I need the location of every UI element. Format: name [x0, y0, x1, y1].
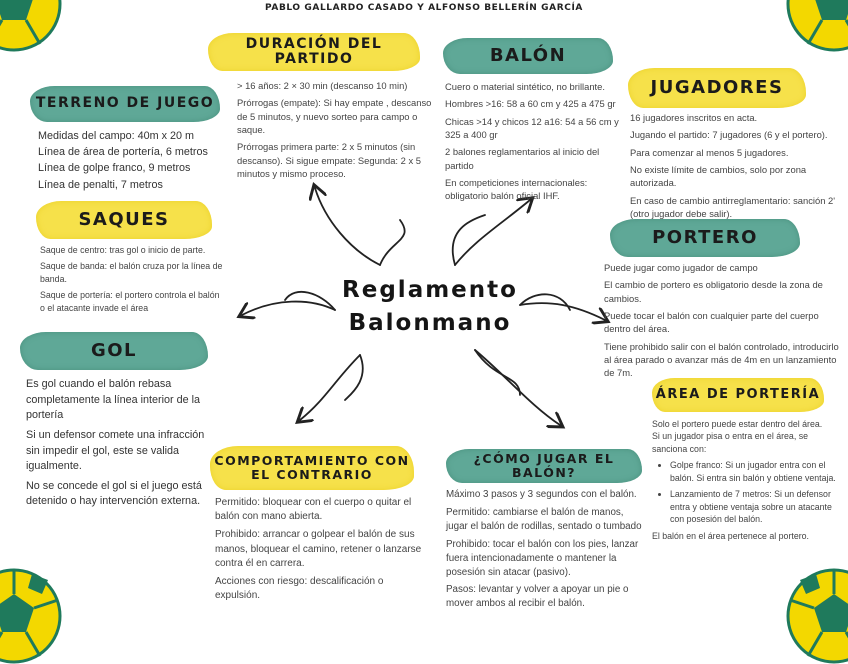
text-line: Máximo 3 pasos y 3 segundos con el balón… [446, 488, 648, 502]
text-line: En competiciones internacionales: obliga… [445, 176, 625, 203]
list-item: Golpe franco: Si un jugador entra con el… [670, 459, 840, 484]
text-line: El cambio de portero es obligatorio desd… [604, 278, 840, 305]
text-line: Tiene prohibido salir con el balón contr… [604, 340, 840, 380]
text-line: 2 balones reglamentarios al inicio del p… [445, 145, 625, 172]
text-line: Prohibido: arrancar o golpear el balón d… [215, 528, 427, 571]
text-line: En caso de cambio antirreglamentario: sa… [630, 194, 840, 221]
text-line: No se concede el gol si el juego está de… [26, 479, 216, 510]
text-line: Es gol cuando el balón rebasa completame… [26, 377, 216, 424]
handball-ball-icon [786, 568, 848, 664]
text-line: Chicas >14 y chicos 12 a16: 54 a 56 cm y… [445, 115, 625, 142]
text-line: Puede tocar el balón con cualquier parte… [604, 309, 840, 336]
section-body-duracion: > 16 años: 2 × 30 min (descanso 10 min) … [237, 79, 437, 184]
sanction-list: Golpe franco: Si un jugador entra con el… [652, 459, 840, 525]
section-title-terreno: Terreno de juego [30, 86, 220, 122]
text-line: Permitido: bloquear con el cuerpo o quit… [215, 496, 427, 524]
section-title-area: Área de portería [652, 378, 824, 412]
text-line: Medidas del campo: 40m x 20 m [38, 128, 228, 144]
text-line: Puede jugar como jugador de campo [604, 261, 840, 274]
section-body-portero: Puede jugar como jugador de campo El cam… [604, 261, 840, 384]
text-line: Cuero o material sintético, no brillante… [445, 80, 625, 93]
section-title-saques: Saques [36, 201, 212, 239]
text-line: Saque de banda: el balón cruza por la lí… [40, 260, 225, 285]
section-body-saques: Saque de centro: tras gol o inicio de pa… [40, 244, 225, 318]
text-line: Prórrogas primera parte: 2 x 5 minutos (… [237, 140, 437, 180]
section-title-balon: Balón [443, 38, 613, 74]
text-line: No existe límite de cambios, solo por zo… [630, 163, 840, 190]
section-body-terreno: Medidas del campo: 40m x 20 m Línea de á… [38, 128, 228, 193]
text-line: Hombres >16: 58 a 60 cm y 425 a 475 gr [445, 97, 625, 110]
section-body-balon: Cuero o material sintético, no brillante… [445, 80, 625, 207]
authors-line: Pablo Gallardo Casado y Alfonso Bellerín… [0, 3, 848, 13]
text-line: Línea de área de portería, 6 metros [38, 144, 228, 160]
text-line: > 16 años: 2 × 30 min (descanso 10 min) [237, 79, 437, 92]
text-line: 16 jugadores inscritos en acta. [630, 111, 840, 124]
list-item: Lanzamiento de 7 metros: Si un defensor … [670, 488, 840, 525]
text-line: Acciones con riesgo: descalificación o e… [215, 575, 427, 603]
text-line: Línea de penalti, 7 metros [38, 177, 228, 193]
section-body-como: Máximo 3 pasos y 3 segundos con el balón… [446, 488, 648, 615]
text-line: Si un defensor comete una infracción sin… [26, 428, 216, 475]
text-line: Jugando el partido: 7 jugadores (6 y el … [630, 128, 840, 141]
section-body-jugadores: 16 jugadores inscritos en acta. Jugando … [630, 111, 840, 224]
section-body-comportamiento: Permitido: bloquear con el cuerpo o quit… [215, 496, 427, 607]
text-line: Si un jugador pisa o entra en el área, s… [652, 430, 840, 455]
text-line: Prórrogas (empate): Si hay empate , desc… [237, 96, 437, 136]
text-line: El balón en el área pertenece al portero… [652, 530, 840, 542]
main-title: Reglamento Balonmano [340, 274, 520, 341]
section-title-gol: Gol [20, 332, 208, 370]
main-title-line-1: Reglamento [340, 274, 520, 307]
main-title-line-2: Balonmano [340, 307, 520, 340]
section-body-gol: Es gol cuando el balón rebasa completame… [26, 377, 216, 514]
section-title-comportamiento: Comportamiento con el contrario [210, 446, 414, 490]
handball-ball-icon [0, 568, 62, 664]
text-line: Pasos: levantar y volver a apoyar un pie… [446, 583, 648, 611]
section-title-duracion: Duración del partido [208, 33, 420, 71]
text-line: Permitido: cambiarse el balón de manos, … [446, 506, 648, 534]
text-line: Para comenzar al menos 5 jugadores. [630, 146, 840, 159]
section-title-jugadores: Jugadores [628, 68, 806, 108]
text-line: Saque de portería: el portero controla e… [40, 289, 225, 314]
text-line: Línea de golpe franco, 9 metros [38, 160, 228, 176]
section-body-area: Solo el portero puede estar dentro del á… [652, 418, 840, 542]
text-line: Solo el portero puede estar dentro del á… [652, 418, 840, 430]
text-line: Saque de centro: tras gol o inicio de pa… [40, 244, 225, 256]
section-title-portero: Portero [610, 219, 800, 257]
section-title-como: ¿Cómo jugar el balón? [446, 449, 642, 483]
text-line: Prohibido: tocar el balón con los pies, … [446, 538, 648, 580]
